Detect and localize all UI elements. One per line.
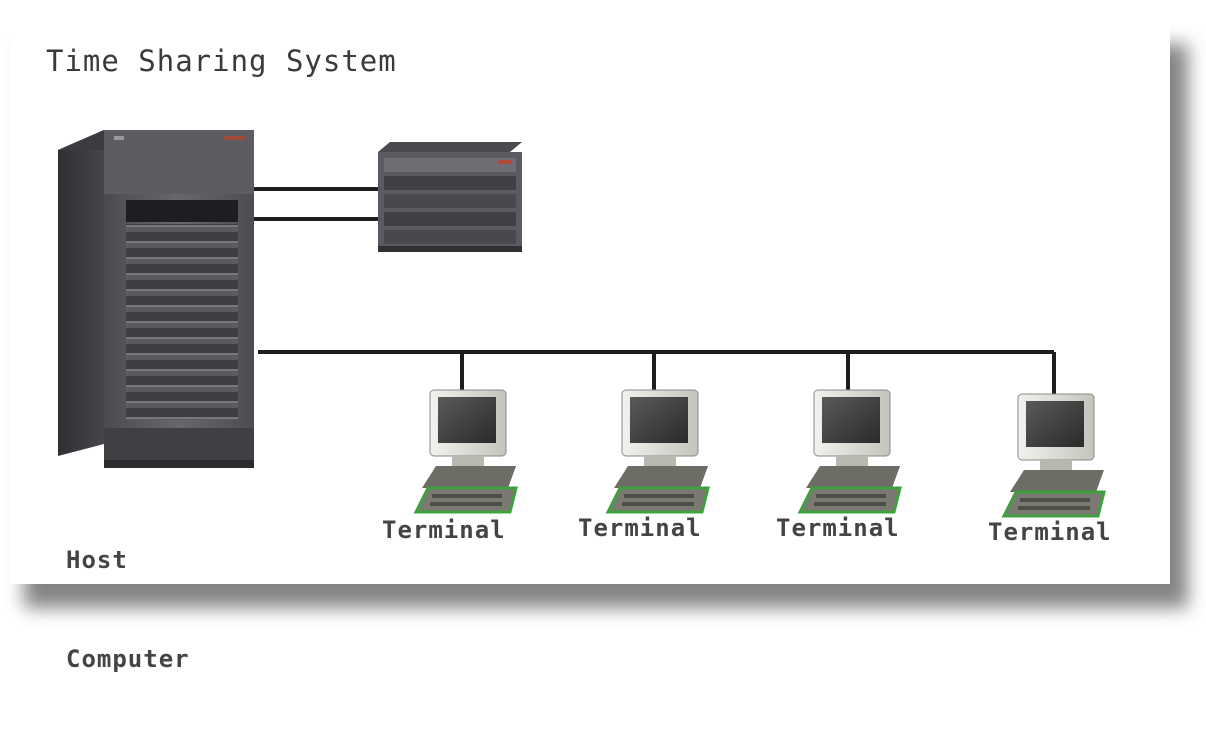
terminal-label-3: Terminal	[776, 514, 900, 542]
terminal-label-1: Terminal	[382, 516, 506, 544]
connection-lines	[254, 187, 1056, 396]
storage-unit-icon	[378, 142, 522, 252]
terminal-label-4: Terminal	[988, 518, 1112, 546]
host-computer-icon	[58, 130, 254, 468]
terminal-icon	[1001, 393, 1106, 518]
terminal-label-2: Terminal	[578, 514, 702, 542]
diagram-canvas	[58, 130, 1106, 518]
host-label-line1: Host	[66, 546, 128, 574]
diagram-title: Time Sharing System	[46, 44, 397, 78]
terminal-icon	[605, 389, 710, 514]
terminal-icon	[797, 389, 902, 514]
terminal-icon	[413, 389, 518, 514]
host-computer-label: Host Computer	[66, 478, 190, 742]
diagram-card: Time Sharing System	[10, 24, 1170, 673]
host-label-line2: Computer	[66, 645, 190, 673]
